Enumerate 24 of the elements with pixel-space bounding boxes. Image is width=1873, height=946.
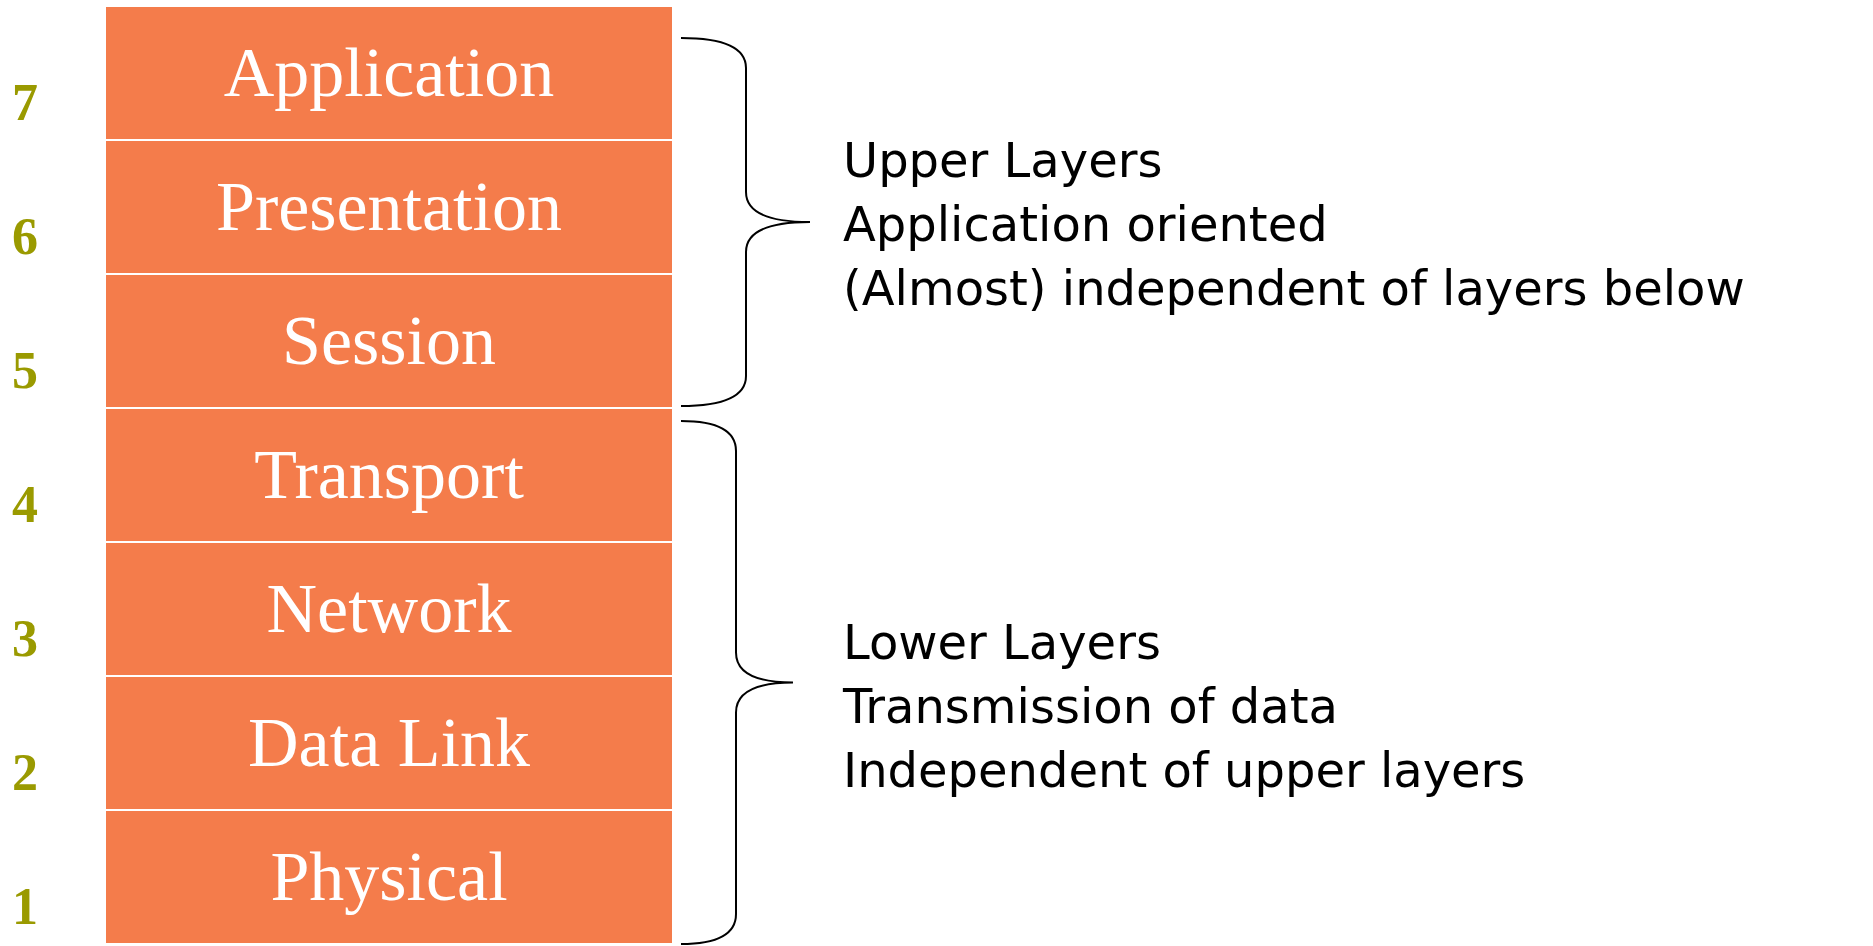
layer-number: 6 [12,211,38,263]
annotation-text: Transmission of data [843,678,1338,736]
layer-box [106,7,672,139]
layer-box [106,677,672,809]
layer-number: 5 [12,345,38,397]
layer-name: Session [282,306,496,376]
layer-box [106,275,672,407]
annotation-text: Upper Layers [843,132,1163,190]
layer-number: 1 [12,881,38,933]
layer-name: Presentation [215,172,562,242]
layer-number: 2 [12,747,38,799]
layer-name: Network [266,574,512,644]
annotation-text: Lower Layers [843,614,1161,672]
layer-name: Data Link [248,708,530,778]
layer-number: 7 [12,77,38,129]
annotation-text: Application oriented [843,196,1328,254]
layer-box [106,409,672,541]
annotation-text: Independent of upper layers [843,742,1526,800]
layer-number: 4 [12,479,38,531]
layer-box [106,543,672,675]
layer-box [106,141,672,273]
layer-number: 3 [12,613,38,665]
layer-box [106,811,672,943]
annotation-text: (Almost) independent of layers below [843,260,1745,318]
